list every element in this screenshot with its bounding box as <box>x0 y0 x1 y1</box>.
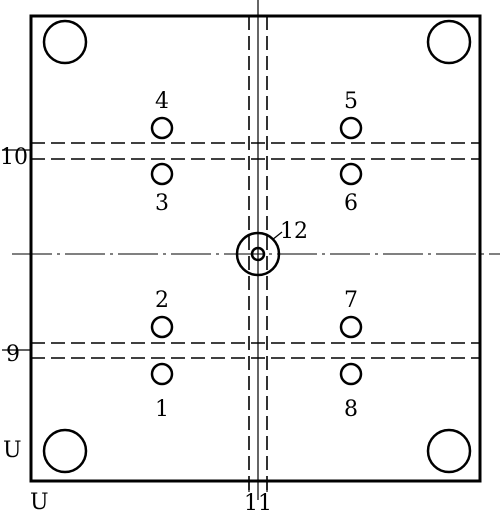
label-line-10: 10 <box>0 145 28 170</box>
label-hole-8: 8 <box>344 397 358 422</box>
label-line-9: 9 <box>6 342 20 367</box>
small-hole-6 <box>339 162 363 186</box>
label-center-12: 12 <box>280 219 308 244</box>
plate-outline <box>29 14 482 483</box>
label-u-bottom: U <box>30 490 49 513</box>
small-hole-1 <box>150 362 174 386</box>
corner-hole-top-right <box>426 19 472 65</box>
small-hole-4 <box>150 116 174 140</box>
small-hole-7 <box>339 315 363 339</box>
center-boss-inner <box>250 246 266 262</box>
label-hole-3: 3 <box>155 191 169 216</box>
label-hole-1: 1 <box>155 397 169 422</box>
label-u-left: U <box>3 438 22 463</box>
small-hole-3 <box>150 162 174 186</box>
corner-hole-bottom-right <box>426 428 472 474</box>
leader-line-12 <box>271 231 283 241</box>
small-hole-8 <box>339 362 363 386</box>
label-hole-7: 7 <box>344 288 358 313</box>
label-hole-6: 6 <box>344 191 358 216</box>
label-hole-5: 5 <box>344 89 358 114</box>
label-hole-4: 4 <box>155 89 169 114</box>
center-boss-outer <box>235 231 281 277</box>
label-line-11: 11 <box>244 491 272 513</box>
corner-hole-top-left <box>42 19 88 65</box>
small-hole-2 <box>150 315 174 339</box>
small-hole-5 <box>339 116 363 140</box>
label-hole-2: 2 <box>155 288 169 313</box>
corner-hole-bottom-left <box>42 428 88 474</box>
